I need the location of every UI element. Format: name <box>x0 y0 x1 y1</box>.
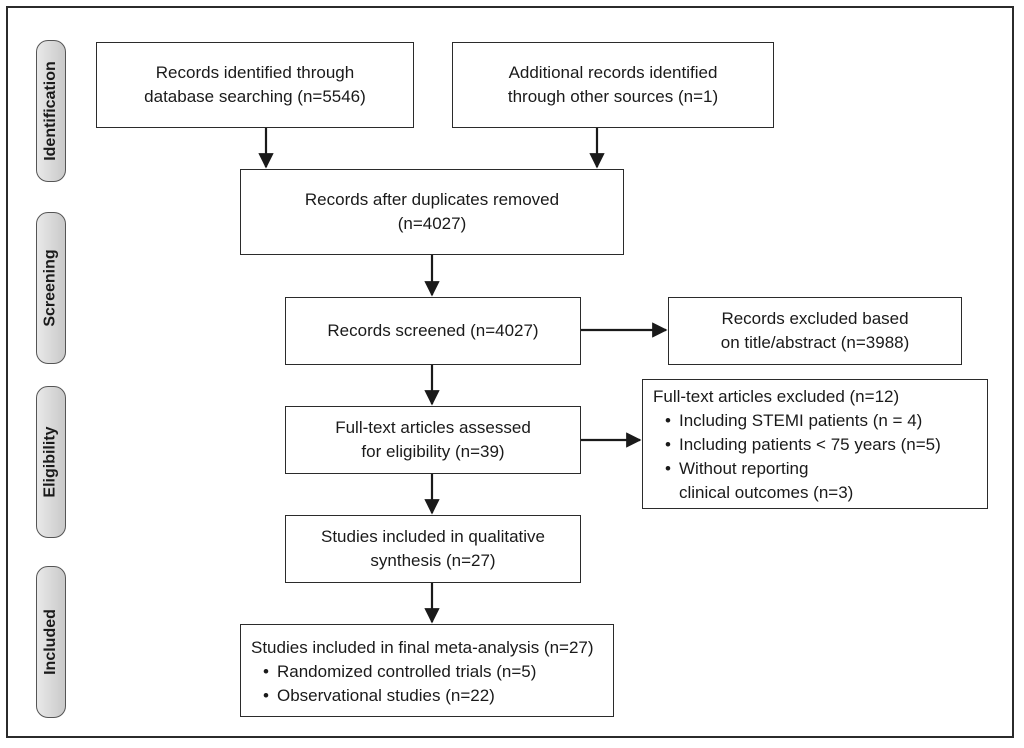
fulltext-excluded-item: Without reporting <box>653 457 941 481</box>
box-meta-analysis-heading: Studies included in final meta-analysis … <box>251 638 594 657</box>
fulltext-excluded-item-continuation: clinical outcomes (n=3) <box>679 483 854 502</box>
box-other-sources: Additional records identified through ot… <box>452 42 774 128</box>
stage-identification: Identification <box>36 40 66 182</box>
box-meta-analysis: Studies included in final meta-analysis … <box>240 624 614 717</box>
box-fulltext-assessed: Full-text articles assessed for eligibil… <box>285 406 581 474</box>
fulltext-excluded-item: Including patients < 75 years (n=5) <box>653 433 941 457</box>
diagram-frame <box>6 6 1014 738</box>
box-excluded-title-abstract-line1: Records excluded based <box>721 309 909 328</box>
box-database-search-line1: Records identified through <box>155 63 355 82</box>
box-excluded-title-abstract: Records excluded based on title/abstract… <box>668 297 962 365</box>
box-database-search: Records identified through database sear… <box>96 42 414 128</box>
box-fulltext-excluded: Full-text articles excluded (n=12) Inclu… <box>642 379 988 509</box>
box-records-screened-text: Records screened (n=4027) <box>327 321 539 340</box>
box-records-screened: Records screened (n=4027) <box>285 297 581 365</box>
stage-eligibility: Eligibility <box>36 386 66 538</box>
box-fulltext-assessed-line2: for eligibility (n=39) <box>361 442 505 461</box>
box-excluded-title-abstract-line2: on title/abstract (n=3988) <box>720 333 910 352</box>
fulltext-excluded-item: Including STEMI patients (n = 4) <box>653 409 941 433</box>
box-fulltext-excluded-heading: Full-text articles excluded (n=12) <box>653 387 900 406</box>
fulltext-excluded-list: Including STEMI patients (n = 4) Includi… <box>653 409 941 505</box>
box-duplicates-removed-line2: (n=4027) <box>397 214 467 233</box>
box-qualitative-synthesis-line1: Studies included in qualitative <box>321 527 545 546</box>
box-fulltext-assessed-line1: Full-text articles assessed <box>335 418 531 437</box>
box-qualitative-synthesis-line2: synthesis (n=27) <box>370 551 496 570</box>
box-other-sources-line2: through other sources (n=1) <box>507 87 719 106</box>
box-other-sources-line1: Additional records identified <box>508 63 718 82</box>
meta-analysis-item: Observational studies (n=22) <box>251 684 536 708</box>
stage-included: Included <box>36 566 66 718</box>
meta-analysis-list: Randomized controlled trials (n=5) Obser… <box>251 660 536 708</box>
stage-screening: Screening <box>36 212 66 364</box>
box-duplicates-removed-line1: Records after duplicates removed <box>304 190 560 209</box>
box-duplicates-removed: Records after duplicates removed (n=4027… <box>240 169 624 255</box>
box-qualitative-synthesis: Studies included in qualitative synthesi… <box>285 515 581 583</box>
box-database-search-line2: database searching (n=5546) <box>144 87 366 106</box>
meta-analysis-item: Randomized controlled trials (n=5) <box>251 660 536 684</box>
